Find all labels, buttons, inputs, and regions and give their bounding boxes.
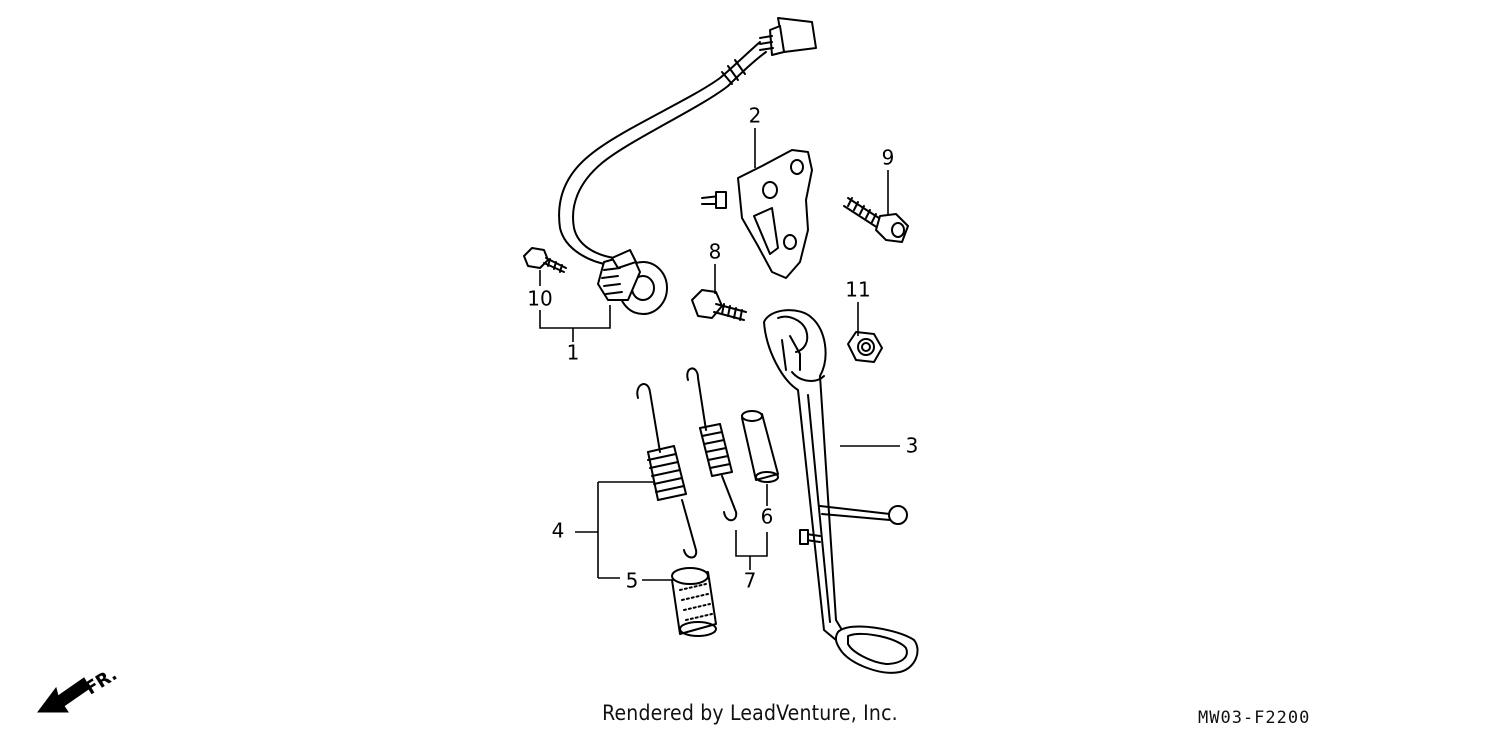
callout-11: 11 <box>845 278 870 302</box>
callout-10: 10 <box>527 287 552 311</box>
callout-5: 5 <box>626 569 639 593</box>
callout-8: 8 <box>709 240 722 264</box>
bolt-9[interactable] <box>843 197 909 243</box>
front-arrow-icon <box>37 677 91 713</box>
side-stand[interactable] <box>763 309 919 674</box>
callout-9: 9 <box>882 146 895 170</box>
callout-4: 4 <box>552 519 565 543</box>
leader-lines <box>539 128 900 581</box>
bolt-10[interactable] <box>523 247 567 273</box>
switch-bracket[interactable] <box>701 149 813 279</box>
front-label: FR. <box>82 664 121 699</box>
nut-11[interactable] <box>847 331 883 363</box>
callout-6: 6 <box>761 505 774 529</box>
callout-2: 2 <box>749 104 762 128</box>
bolt-8[interactable] <box>691 289 747 321</box>
callout-1: 1 <box>567 341 580 365</box>
spring-4[interactable] <box>636 383 698 559</box>
callout-3: 3 <box>906 434 919 458</box>
spacer-collar-6[interactable] <box>741 410 779 483</box>
diagram-code: MW03-F2200 <box>1198 708 1311 728</box>
wire-connector <box>759 17 817 56</box>
render-credit: Rendered by LeadVenture, Inc. <box>602 701 898 725</box>
callouts: 1 2 3 4 5 6 7 8 9 10 11 <box>527 104 918 593</box>
side-stand-switch[interactable] <box>558 17 817 315</box>
callout-7: 7 <box>744 569 757 593</box>
spring-7[interactable] <box>686 367 738 522</box>
spring-collar-5[interactable] <box>671 567 717 637</box>
